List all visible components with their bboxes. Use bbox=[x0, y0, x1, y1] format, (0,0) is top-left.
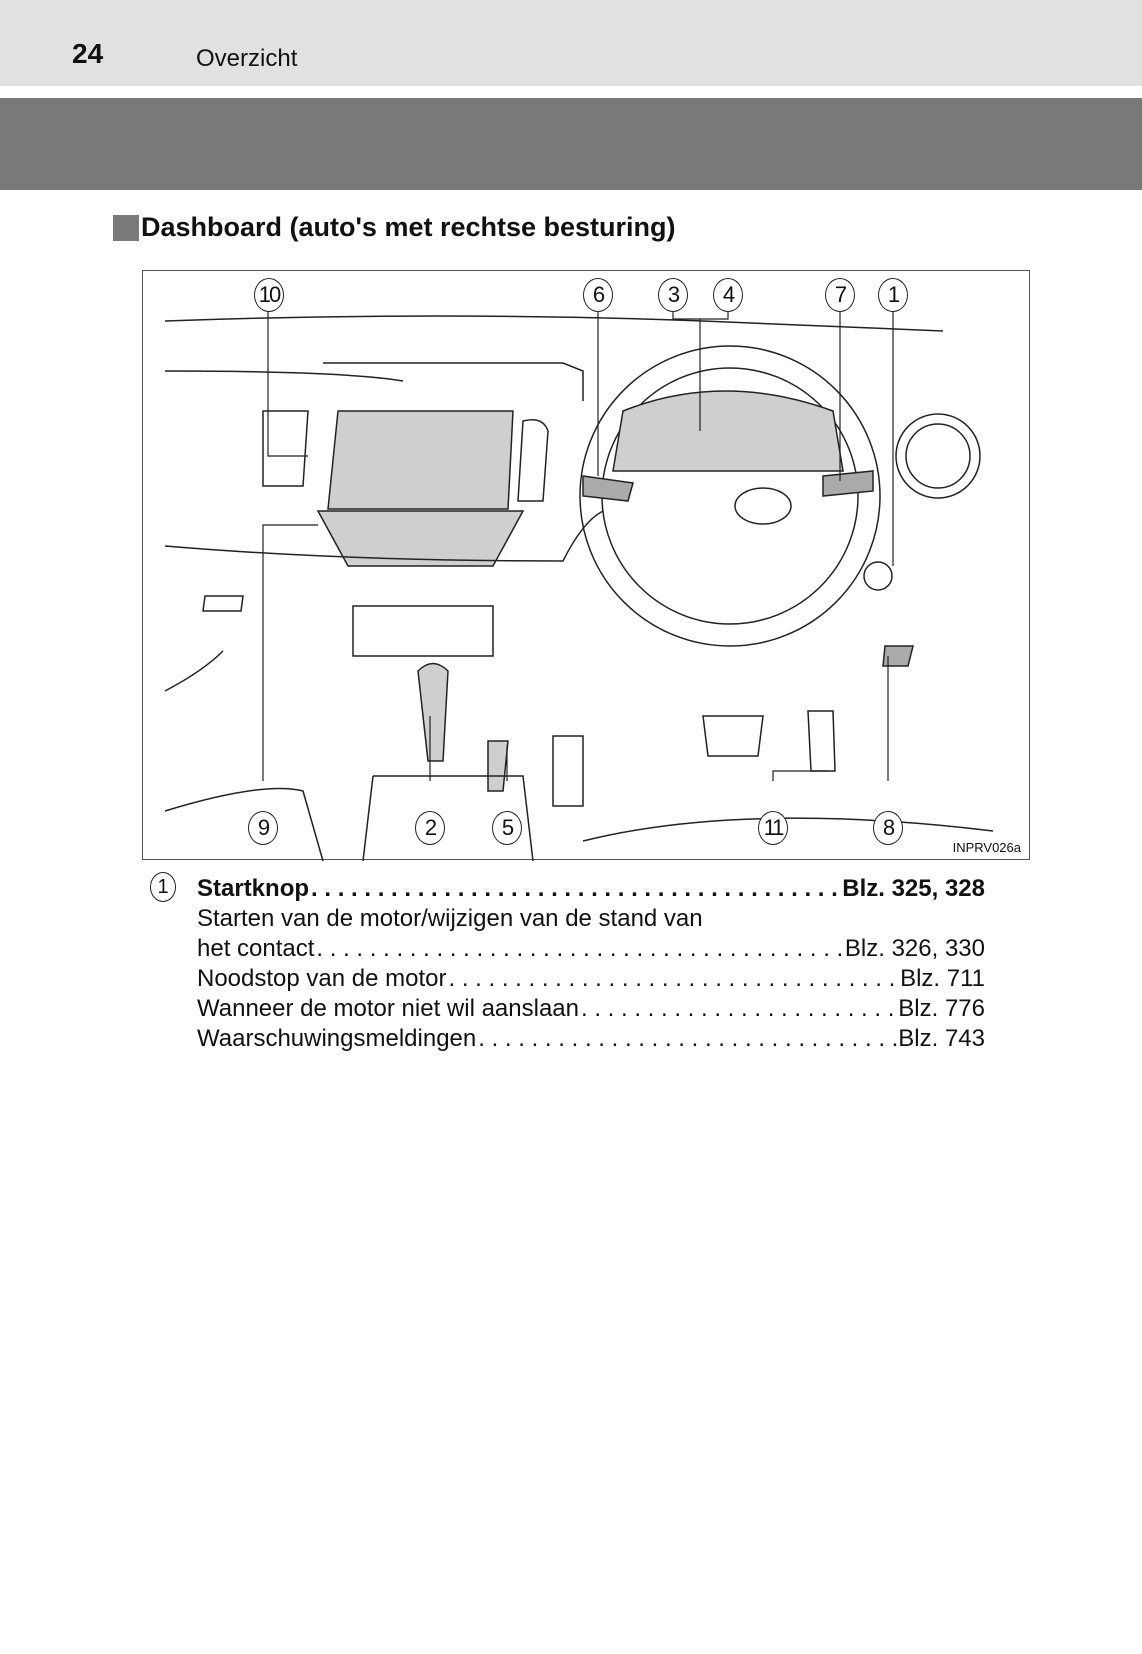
item-page: Blz. 711 bbox=[900, 965, 985, 992]
list-item: Wanneer de motor niet wil aanslaan Blz. … bbox=[150, 994, 985, 1024]
leader-dots bbox=[446, 964, 900, 994]
item-page: Blz. 326, 330 bbox=[844, 935, 985, 962]
dashboard-drawing bbox=[164, 315, 994, 861]
section-title: Overzicht bbox=[196, 45, 298, 72]
callout-9: 9 bbox=[248, 811, 278, 845]
callout-5: 5 bbox=[492, 811, 522, 845]
item-page: Blz. 325, 328 bbox=[842, 875, 985, 902]
list-item: Noodstop van de motor Blz. 711 bbox=[150, 964, 985, 994]
item-label: Starten van de motor/wijzigen van de sta… bbox=[197, 905, 703, 932]
item-number: 1 bbox=[150, 872, 176, 902]
item-label: Waarschuwingsmeldingen bbox=[197, 1025, 477, 1052]
item-label: het contact bbox=[197, 935, 315, 962]
dashboard-illustration: 10 6 3 4 7 1 9 2 5 11 8 INPRV026a bbox=[142, 270, 1030, 861]
callout-11: 11 bbox=[758, 811, 788, 845]
leader-dots bbox=[309, 874, 842, 904]
callout-3: 3 bbox=[658, 278, 688, 312]
page-number: 24 bbox=[72, 38, 104, 69]
heading-text: Dashboard (auto's met rechtse besturing) bbox=[141, 212, 676, 242]
list-item-startknop: 1 Startknop Blz. 325, 328 bbox=[150, 872, 985, 904]
list-item: Waarschuwingsmeldingen Blz. 743 bbox=[150, 1024, 985, 1054]
callout-2: 2 bbox=[415, 811, 445, 845]
leader-dots bbox=[314, 934, 844, 964]
item-page: Blz. 776 bbox=[898, 995, 985, 1022]
list-item: Starten van de motor/wijzigen van de sta… bbox=[150, 904, 985, 934]
callout-6: 6 bbox=[583, 278, 613, 312]
item-page: Blz. 743 bbox=[898, 1025, 985, 1052]
callout-4: 4 bbox=[713, 278, 743, 312]
leader-dots bbox=[579, 994, 898, 1024]
section-heading: Dashboard (auto's met rechtse besturing) bbox=[113, 212, 676, 243]
item-label: Startknop bbox=[197, 875, 310, 902]
callout-10: 10 bbox=[254, 278, 284, 312]
item-label: Wanneer de motor niet wil aanslaan bbox=[197, 995, 579, 1022]
callout-8: 8 bbox=[873, 811, 903, 845]
leader-lines bbox=[262, 309, 894, 781]
leader-dots bbox=[476, 1024, 898, 1054]
chapter-band bbox=[0, 98, 1142, 190]
callout-1: 1 bbox=[878, 278, 908, 312]
item-label: Noodstop van de motor bbox=[197, 965, 447, 992]
page-header: 24 Overzicht bbox=[0, 0, 1142, 86]
reference-list: 1 Startknop Blz. 325, 328 Starten van de… bbox=[150, 872, 985, 1054]
heading-marker-icon bbox=[113, 214, 139, 241]
callout-7: 7 bbox=[825, 278, 855, 312]
figure-code: INPRV026a bbox=[952, 840, 1021, 855]
list-item: het contact Blz. 326, 330 bbox=[150, 934, 985, 964]
